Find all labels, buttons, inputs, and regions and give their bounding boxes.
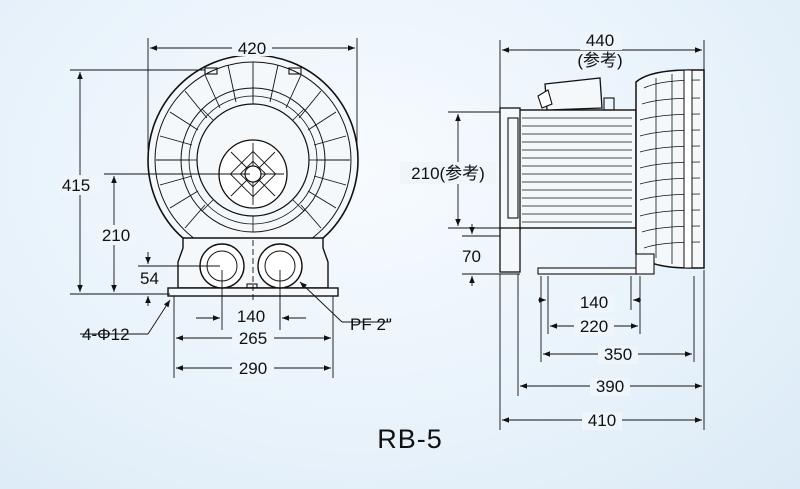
dim-side-length-note: (参考) — [577, 51, 622, 70]
dim-side-length-top: 440 — [586, 31, 614, 50]
blower-housing-side — [635, 69, 705, 269]
dim-front-height-center: 210 — [102, 226, 130, 245]
model-label: RB-5 — [377, 424, 443, 454]
motor-fins — [522, 117, 632, 223]
dim-pipe-thread: PF 2" — [350, 315, 392, 334]
dim-side-foot-height: 70 — [462, 247, 481, 266]
dim-front-foot-height: 54 — [140, 269, 159, 288]
motor-body — [517, 109, 637, 229]
dim-front-inlet-spacing: 140 — [237, 307, 265, 326]
front-view — [147, 54, 359, 297]
dim-side-350: 350 — [604, 345, 632, 364]
dim-mount-holes: 4-Φ12 — [82, 325, 130, 344]
dim-side-390: 390 — [596, 377, 624, 396]
dim-front-height-total: 415 — [62, 176, 90, 195]
dim-side-220: 220 — [580, 317, 608, 336]
dim-front-width-top: 420 — [238, 39, 266, 58]
dimension-labels: 420 415 210 54 140 265 290 4-Φ12 PF 2" 4… — [60, 31, 638, 454]
dim-side-140: 140 — [580, 293, 608, 312]
side-view — [499, 69, 705, 275]
dim-side-height-center: 210(参考) — [411, 164, 485, 183]
outlet-ports — [199, 243, 303, 289]
dim-front-base-width: 290 — [239, 359, 267, 378]
dim-side-410: 410 — [588, 411, 616, 430]
dim-front-hole-spacing: 265 — [239, 329, 267, 348]
terminal-box — [544, 77, 603, 111]
